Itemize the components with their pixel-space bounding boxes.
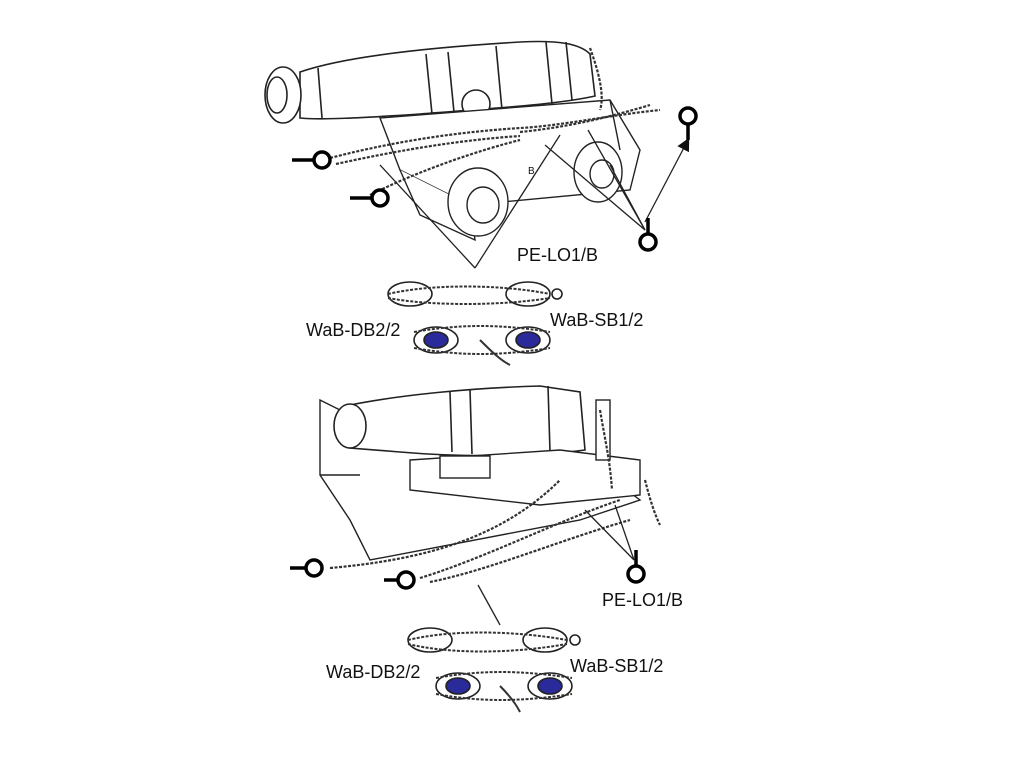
top-section	[264, 40, 698, 366]
top-label-sb: WaB-SB1/2	[550, 310, 644, 330]
eye-bolt-icon	[626, 550, 646, 584]
top-cannon-carriage	[379, 99, 641, 242]
top-label-pe: PE-LO1/B	[517, 245, 599, 265]
top-block-sb	[387, 281, 563, 307]
top-cannon-barrel	[264, 40, 596, 124]
bottom-label-pe: PE-LO1/B	[602, 590, 684, 610]
bottom-block-sb	[407, 627, 581, 653]
top-eye-bolts	[292, 106, 698, 252]
bottom-eye-bolts	[290, 550, 646, 590]
bottom-label-db: WaB-DB2/2	[326, 662, 421, 682]
bottom-label-sb: WaB-SB1/2	[570, 656, 664, 676]
eye-bolt-icon	[292, 150, 332, 170]
eye-bolt-icon	[350, 188, 390, 208]
bottom-rigging-ropes	[329, 409, 661, 584]
top-pointer-lines	[379, 129, 690, 269]
eye-bolt-icon	[638, 218, 658, 252]
bottom-section	[290, 385, 661, 713]
eye-bolt-icon	[290, 558, 324, 578]
top-small-mark: B	[528, 166, 535, 177]
bottom-pointer-lines	[477, 504, 635, 626]
top-rigging-ropes	[329, 47, 661, 196]
bottom-block-db	[435, 671, 573, 713]
bottom-cannon-barrel	[333, 385, 586, 457]
top-label-db: WaB-DB2/2	[306, 320, 401, 340]
eye-bolt-icon	[678, 106, 698, 140]
eye-bolt-icon	[384, 570, 416, 590]
top-block-db	[413, 325, 551, 366]
